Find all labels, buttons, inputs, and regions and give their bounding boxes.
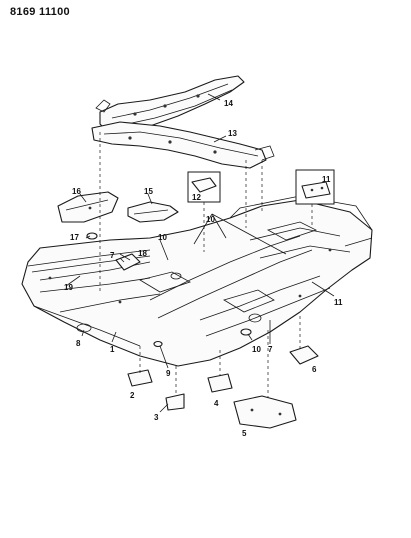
part-4-bracket (207, 373, 233, 393)
callout-labels: 14 13 12 11 15 16 17 18 19 7 10 10 11 8 … (64, 99, 343, 438)
callout-9a: 10 (158, 233, 167, 242)
crossmember-part (91, 121, 275, 169)
part-2-bracket (127, 369, 153, 387)
assembly-guide-lines (99, 132, 313, 398)
part-6-bracket (289, 345, 319, 365)
part-16-bracket (57, 191, 119, 223)
callout-10a: 10 (206, 215, 215, 224)
callout-1: 1 (110, 345, 115, 354)
callout-leaders (65, 93, 335, 413)
callout-7a: 7 (110, 251, 115, 260)
callout-5: 5 (242, 429, 247, 438)
part-12-gusset (187, 171, 221, 203)
callout-7b: 7 (268, 345, 273, 354)
callout-8b: 9 (166, 369, 171, 378)
callout-2: 2 (130, 391, 135, 400)
part-5-plate (233, 395, 297, 429)
part-8-plug (153, 340, 163, 348)
part-15-bracket (127, 201, 179, 223)
callout-8a: 8 (76, 339, 81, 348)
callout-13: 13 (228, 129, 237, 138)
callout-15: 15 (144, 187, 153, 196)
callout-19: 19 (64, 283, 73, 292)
part-17-clip (86, 232, 98, 240)
callout-12: 12 (192, 193, 201, 202)
callout-17: 17 (70, 233, 79, 242)
callout-18: 18 (138, 249, 147, 258)
callout-9b: 10 (252, 345, 261, 354)
callout-4: 4 (214, 399, 219, 408)
part-11-plate (295, 169, 335, 205)
callout-11: 11 (322, 175, 331, 184)
callout-10b: 11 (334, 298, 343, 307)
part-3-bracket (165, 393, 185, 411)
callout-14: 14 (224, 99, 233, 108)
callout-16: 16 (72, 187, 81, 196)
callout-3: 3 (154, 413, 159, 422)
part-9-plug (240, 328, 252, 336)
callout-6: 6 (312, 365, 317, 374)
document-id: 8169 11100 (10, 6, 70, 18)
floor-pan-part (21, 195, 373, 367)
part-18-bracket (115, 253, 141, 271)
